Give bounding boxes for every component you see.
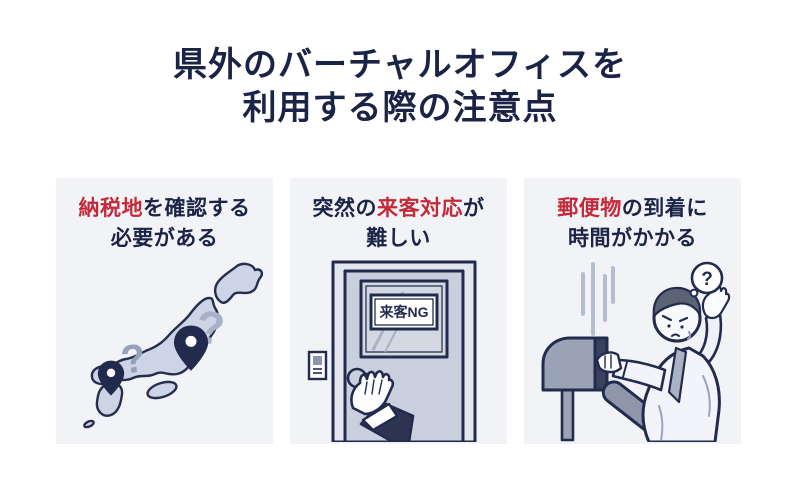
card-mail-delay: 郵便物の到着に 時間がかかる xyxy=(524,178,741,444)
heading-line-1: 突然の来客対応が xyxy=(312,197,485,220)
japan-map xyxy=(82,262,263,429)
card-visitor-handling-heading: 突然の来客対応が 難しい xyxy=(313,194,485,254)
worried-man xyxy=(595,285,730,442)
title-line-1: 県外のバーチャルオフィスを xyxy=(173,46,627,84)
heading-highlight: 郵便物 xyxy=(557,197,622,220)
doorbell-intercom-icon xyxy=(307,350,327,381)
heading-line-2: 難しい xyxy=(366,227,431,250)
japan-map-illustration: ? ? xyxy=(82,262,263,429)
visitor-ng-sign: 来客NG xyxy=(369,293,438,331)
bubble-question-mark: ? xyxy=(701,269,713,290)
title-line-2: 利用する際の注意点 xyxy=(242,89,558,127)
question-bubble: ? xyxy=(689,261,723,298)
heading-line-2: 時間がかかる xyxy=(568,227,697,250)
page-title: 県外のバーチャルオフィスを 利用する際の注意点 xyxy=(0,44,800,130)
sign-text: 来客NG xyxy=(378,304,428,320)
heading-line-1: 郵便物の到着に xyxy=(557,197,708,220)
card-tax-location-heading: 納税地を確認する 必要がある xyxy=(79,194,251,254)
heading-highlight: 納税地 xyxy=(78,197,143,220)
heading-highlight: 来客対応 xyxy=(377,197,463,220)
speed-lines xyxy=(580,262,615,336)
cards-row: 納税地を確認する 必要がある ? ? xyxy=(56,178,741,444)
door-illustration: 来客NG xyxy=(307,260,476,442)
heading-line-2: 必要がある xyxy=(110,227,219,250)
map-pin-icon xyxy=(97,360,124,396)
card-visitor-handling: 突然の来客対応が 難しい 来客NG xyxy=(290,178,507,444)
card-mail-delay-heading: 郵便物の到着に 時間がかかる xyxy=(557,194,708,254)
card-tax-location: 納税地を確認する 必要がある ? ? xyxy=(56,178,273,444)
heading-line-1: 納税地を確認する xyxy=(78,197,251,220)
mailbox-illustration: ? xyxy=(541,261,730,442)
knocking-hand xyxy=(349,370,414,442)
map-pin-icon xyxy=(173,325,208,371)
